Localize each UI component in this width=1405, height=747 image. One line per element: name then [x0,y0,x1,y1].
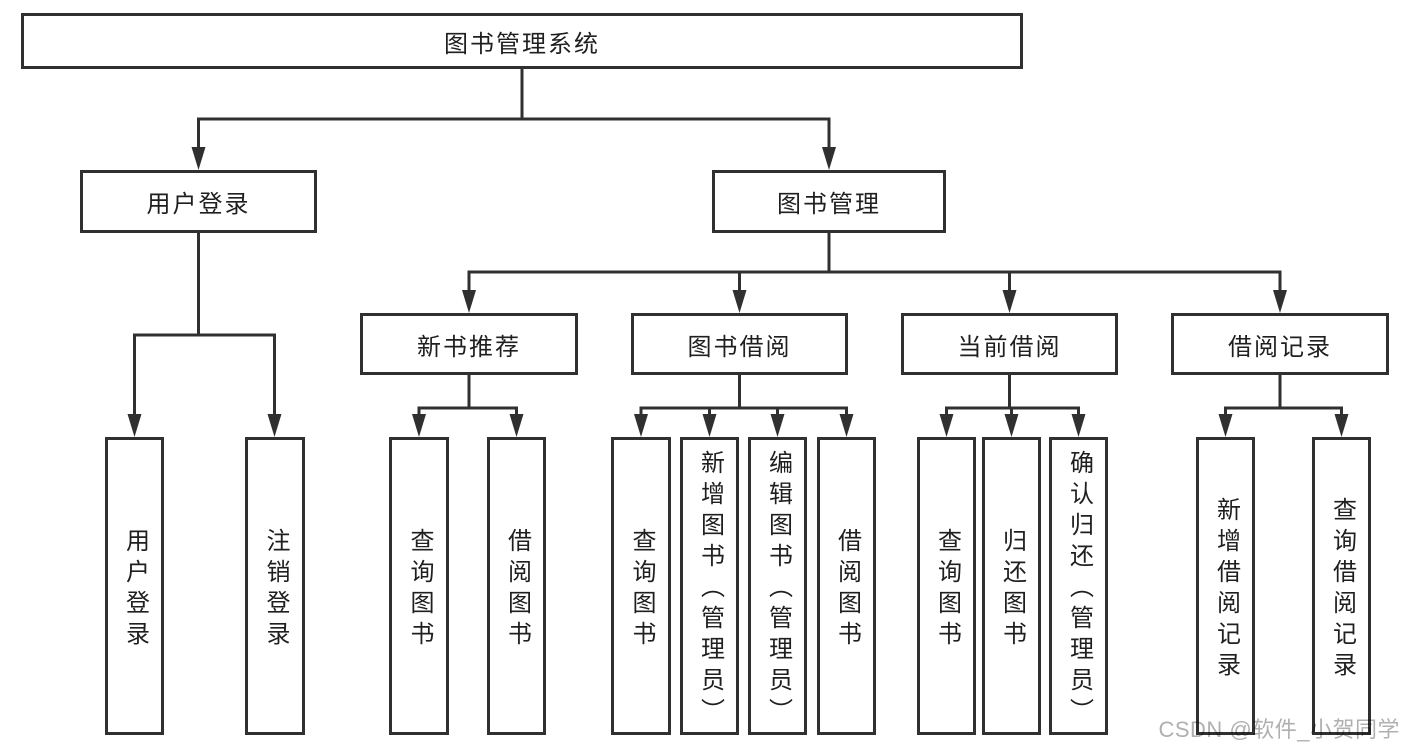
node-book-management: 图书管理 [712,170,946,233]
leaf-label: 借阅图书 [503,527,531,652]
node-library-management-system: 图书管理系统 [21,13,1023,69]
node-current-borrowing: 当前借阅 [901,313,1118,375]
leaf-label: 注销登录 [262,527,289,652]
node-book-borrowing: 图书借阅 [631,313,848,375]
leaf-logout: 注销登录 [245,437,305,735]
leaf-label: 借阅图书 [833,527,861,652]
node-new-book-recommend: 新书推荐 [360,313,578,375]
csdn-watermark: CSDN @软件_小贺同学 [1158,717,1400,742]
leaf-return-books: 归还图书 [982,437,1041,735]
leaf-label: 新增借阅记录 [1212,496,1240,683]
leaf-add-books-admin: 新增图书（管理员） [680,437,739,735]
leaf-query-borrow-record: 查询借阅记录 [1312,437,1371,735]
leaf-label: 用户登录 [121,527,149,652]
leaf-label: 查询图书 [933,527,961,652]
leaf-add-borrow-record: 新增借阅记录 [1196,437,1255,735]
leaf-label: 查询图书 [628,527,655,652]
node-user-login: 用户登录 [80,170,317,233]
leaf-label: 编辑图书（管理员） [764,450,792,729]
leaf-borrow-books-2: 借阅图书 [817,437,876,735]
leaf-edit-books-admin: 编辑图书（管理员） [748,437,807,735]
leaf-label: 确认归还（管理员） [1065,450,1093,729]
leaf-query-books-3: 查询图书 [917,437,976,735]
leaf-label: 新增图书（管理员） [696,450,724,729]
leaf-label: 归还图书 [998,527,1026,652]
leaf-user-login: 用户登录 [105,437,164,735]
leaf-confirm-return-admin: 确认归还（管理员） [1049,437,1108,735]
leaf-label: 查询图书 [406,527,433,652]
leaf-borrow-books-1: 借阅图书 [487,437,546,735]
leaf-query-books-2: 查询图书 [611,437,671,735]
leaf-label: 查询借阅记录 [1328,496,1356,683]
node-borrowing-records: 借阅记录 [1171,313,1389,375]
leaf-query-books-1: 查询图书 [389,437,449,735]
